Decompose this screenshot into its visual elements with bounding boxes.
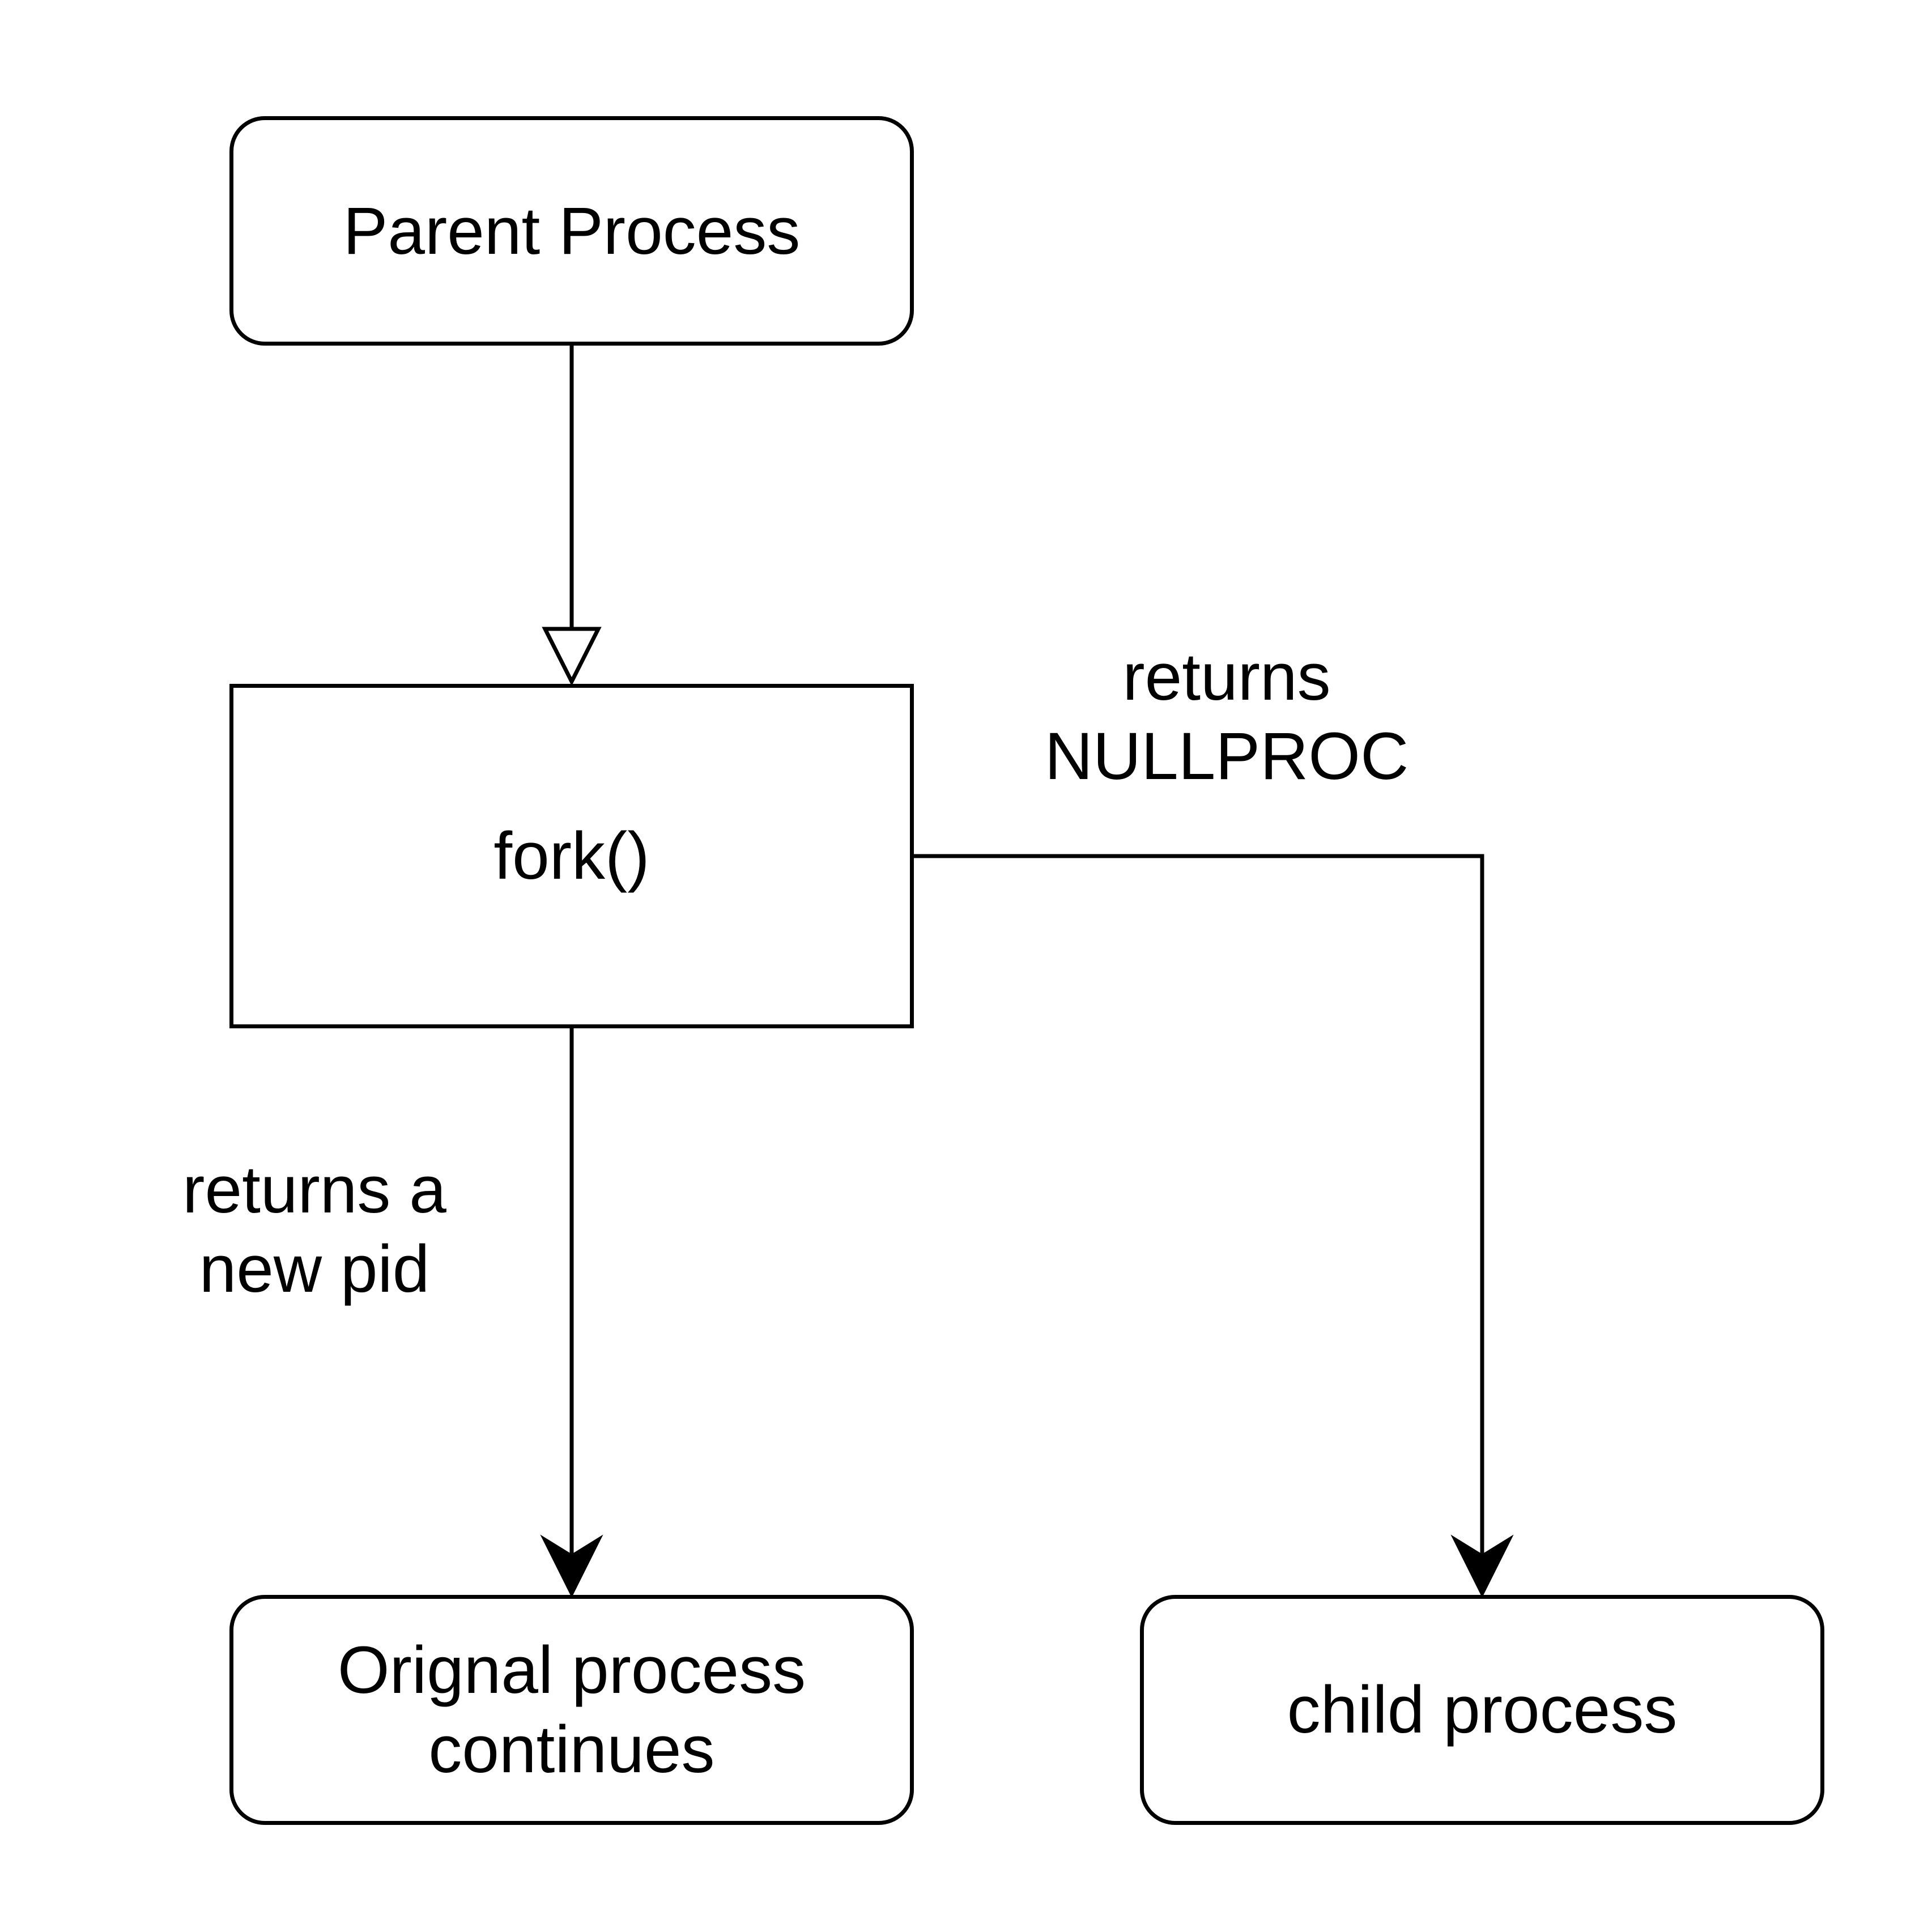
arrowhead-down-icon [1450, 1534, 1514, 1598]
parent-process-node: Parent Process [229, 116, 914, 346]
child-process-label: child process [1287, 1673, 1678, 1747]
original-process-label: Orignal process continues [338, 1631, 806, 1789]
edge-label-new-pid-line-1: returns a [182, 1152, 446, 1227]
edge-fork-to-child [914, 854, 1484, 1564]
edge-label-nullproc-line-2: NULLPROC [1044, 719, 1409, 794]
original-process-node: Orignal process continues [229, 1595, 914, 1825]
edge-label-nullproc-line-1: returns [1122, 640, 1331, 714]
child-process-node: child process [1140, 1595, 1824, 1825]
edge-label-new-pid-line-2: new pid [199, 1232, 430, 1307]
edge-label-new-pid: returns a new pid [144, 1150, 484, 1309]
fork-label: fork() [493, 819, 650, 893]
arrowhead-down-icon [540, 1534, 603, 1598]
hollow-arrowhead-icon [542, 627, 602, 686]
edge-label-nullproc: returns NULLPROC [1000, 637, 1453, 796]
original-process-label-line-1: Orignal process [337, 1633, 806, 1708]
fork-node: fork() [229, 684, 914, 1028]
parent-process-label: Parent Process [343, 193, 801, 269]
original-process-label-line-2: continues [428, 1712, 715, 1787]
